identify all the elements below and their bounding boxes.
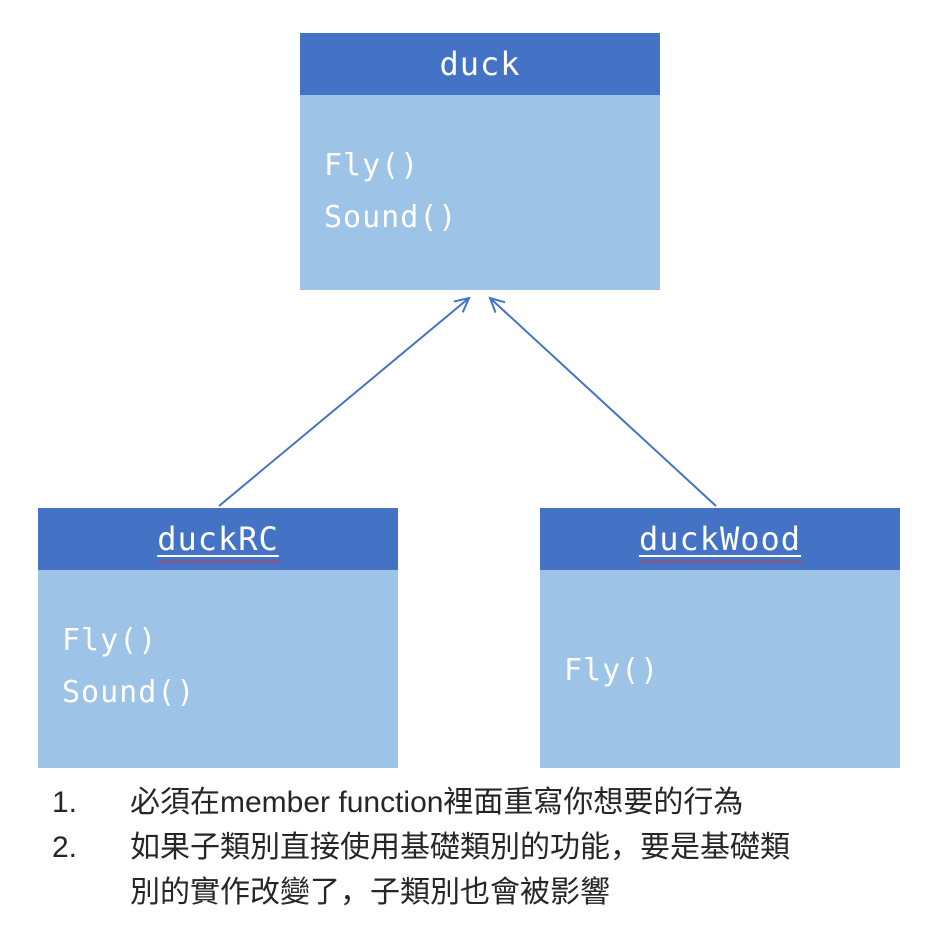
class-title-duckrc-underline: duckRC <box>157 520 279 558</box>
member-item: Fly() <box>62 623 158 658</box>
list-item: 1. 必須在member function裡面重寫你想要的行為 <box>52 780 790 825</box>
member-item: Sound() <box>62 675 196 710</box>
class-members-duckrc: Fly() Sound() <box>38 570 398 768</box>
class-title-duckrc-text: duckRC <box>157 520 279 558</box>
class-title-duckwood-text: duckWood <box>638 520 802 558</box>
class-header-duck: duck <box>300 33 660 95</box>
list-item: 2. 如果子類別直接使用基礎類別的功能，要是基礎類別的實作改變了，子類別也會被影… <box>52 825 790 915</box>
member-item: Sound() <box>324 200 458 235</box>
list-text: 如果子類別直接使用基礎類別的功能，要是基礎類別的實作改變了，子類別也會被影響 <box>130 831 790 909</box>
list-number: 1. <box>52 786 78 819</box>
arrow-duckwood-to-duck <box>488 296 717 507</box>
class-title-duckwood-underline: duckWood <box>639 520 801 558</box>
arrow-duckrc-to-duck <box>218 296 471 507</box>
class-box-duck: duck Fly() Sound() <box>300 33 660 290</box>
class-title-duck-text: duck <box>439 45 521 83</box>
class-header-duckwood: duckWood <box>540 508 900 570</box>
list-text: 必須在member function裡面重寫你想要的行為 <box>130 786 744 819</box>
member-item: Fly() <box>564 653 660 688</box>
class-members-duck: Fly() Sound() <box>300 95 660 290</box>
class-box-duckrc: duckRC Fly() Sound() <box>38 508 398 768</box>
list-number: 2. <box>52 831 78 864</box>
class-header-duckrc: duckRC <box>38 508 398 570</box>
class-box-duckwood: duckWood Fly() <box>540 508 900 768</box>
class-members-duckwood: Fly() <box>540 570 900 768</box>
notes-list: 1. 必須在member function裡面重寫你想要的行為 2. 如果子類別… <box>52 780 790 915</box>
member-item: Fly() <box>324 148 420 183</box>
